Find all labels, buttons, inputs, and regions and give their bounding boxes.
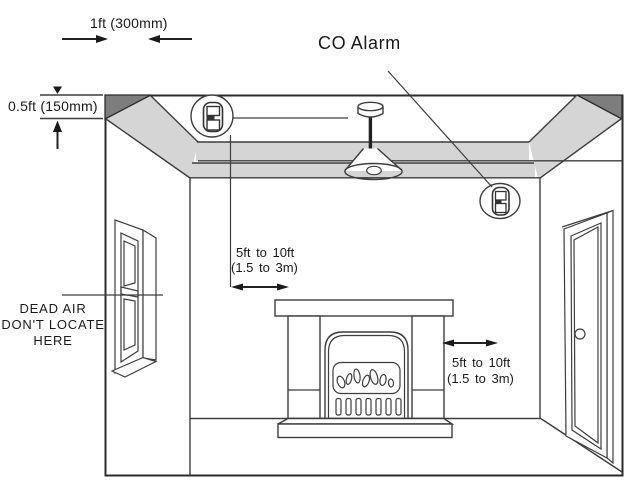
- dimension-halfft-label: 0.5ft (150mm): [8, 98, 98, 114]
- grate-slats: [335, 397, 402, 416]
- dead-air-label-line2: DON'T LOCATE: [1, 317, 104, 332]
- fireplace-left-distance-m: (1.5 to 3m): [231, 260, 298, 275]
- co-alarm-wall-icon: [479, 182, 521, 220]
- fireplace-right-distance-m: (1.5 to 3m): [447, 371, 514, 386]
- page-title: CO Alarm: [318, 33, 401, 53]
- window: [110, 219, 158, 378]
- dimension-halfft: [40, 86, 103, 149]
- flames-icon: [336, 368, 395, 389]
- door: [561, 209, 614, 465]
- door-knob-icon: [574, 328, 586, 340]
- co-alarm-leader-line: [387, 70, 493, 188]
- dead-air-corner-right: [576, 94, 623, 121]
- dead-air-corner-left: [104, 94, 152, 121]
- dead-air-band-left: [106, 96, 198, 178]
- dimension-fireplace-left-arrow: [231, 283, 289, 291]
- pendant-light-icon: [219, 101, 403, 181]
- dead-air-label-line3: HERE: [33, 333, 72, 348]
- dimension-1ft-arrows: [62, 35, 192, 43]
- fireplace-left-distance-ft: 5ft to 10ft: [236, 245, 295, 260]
- dimension-1ft-label: 1ft (300mm): [90, 15, 168, 31]
- co-alarm-ceiling-icon: [190, 94, 234, 138]
- dead-air-band-right: [529, 95, 621, 178]
- dimension-fireplace-right-arrow: [442, 339, 498, 347]
- dead-air-label-line1: DEAD AIR: [19, 301, 86, 316]
- fireplace-right-distance-ft: 5ft to 10ft: [452, 355, 511, 370]
- fireplace: [274, 299, 455, 439]
